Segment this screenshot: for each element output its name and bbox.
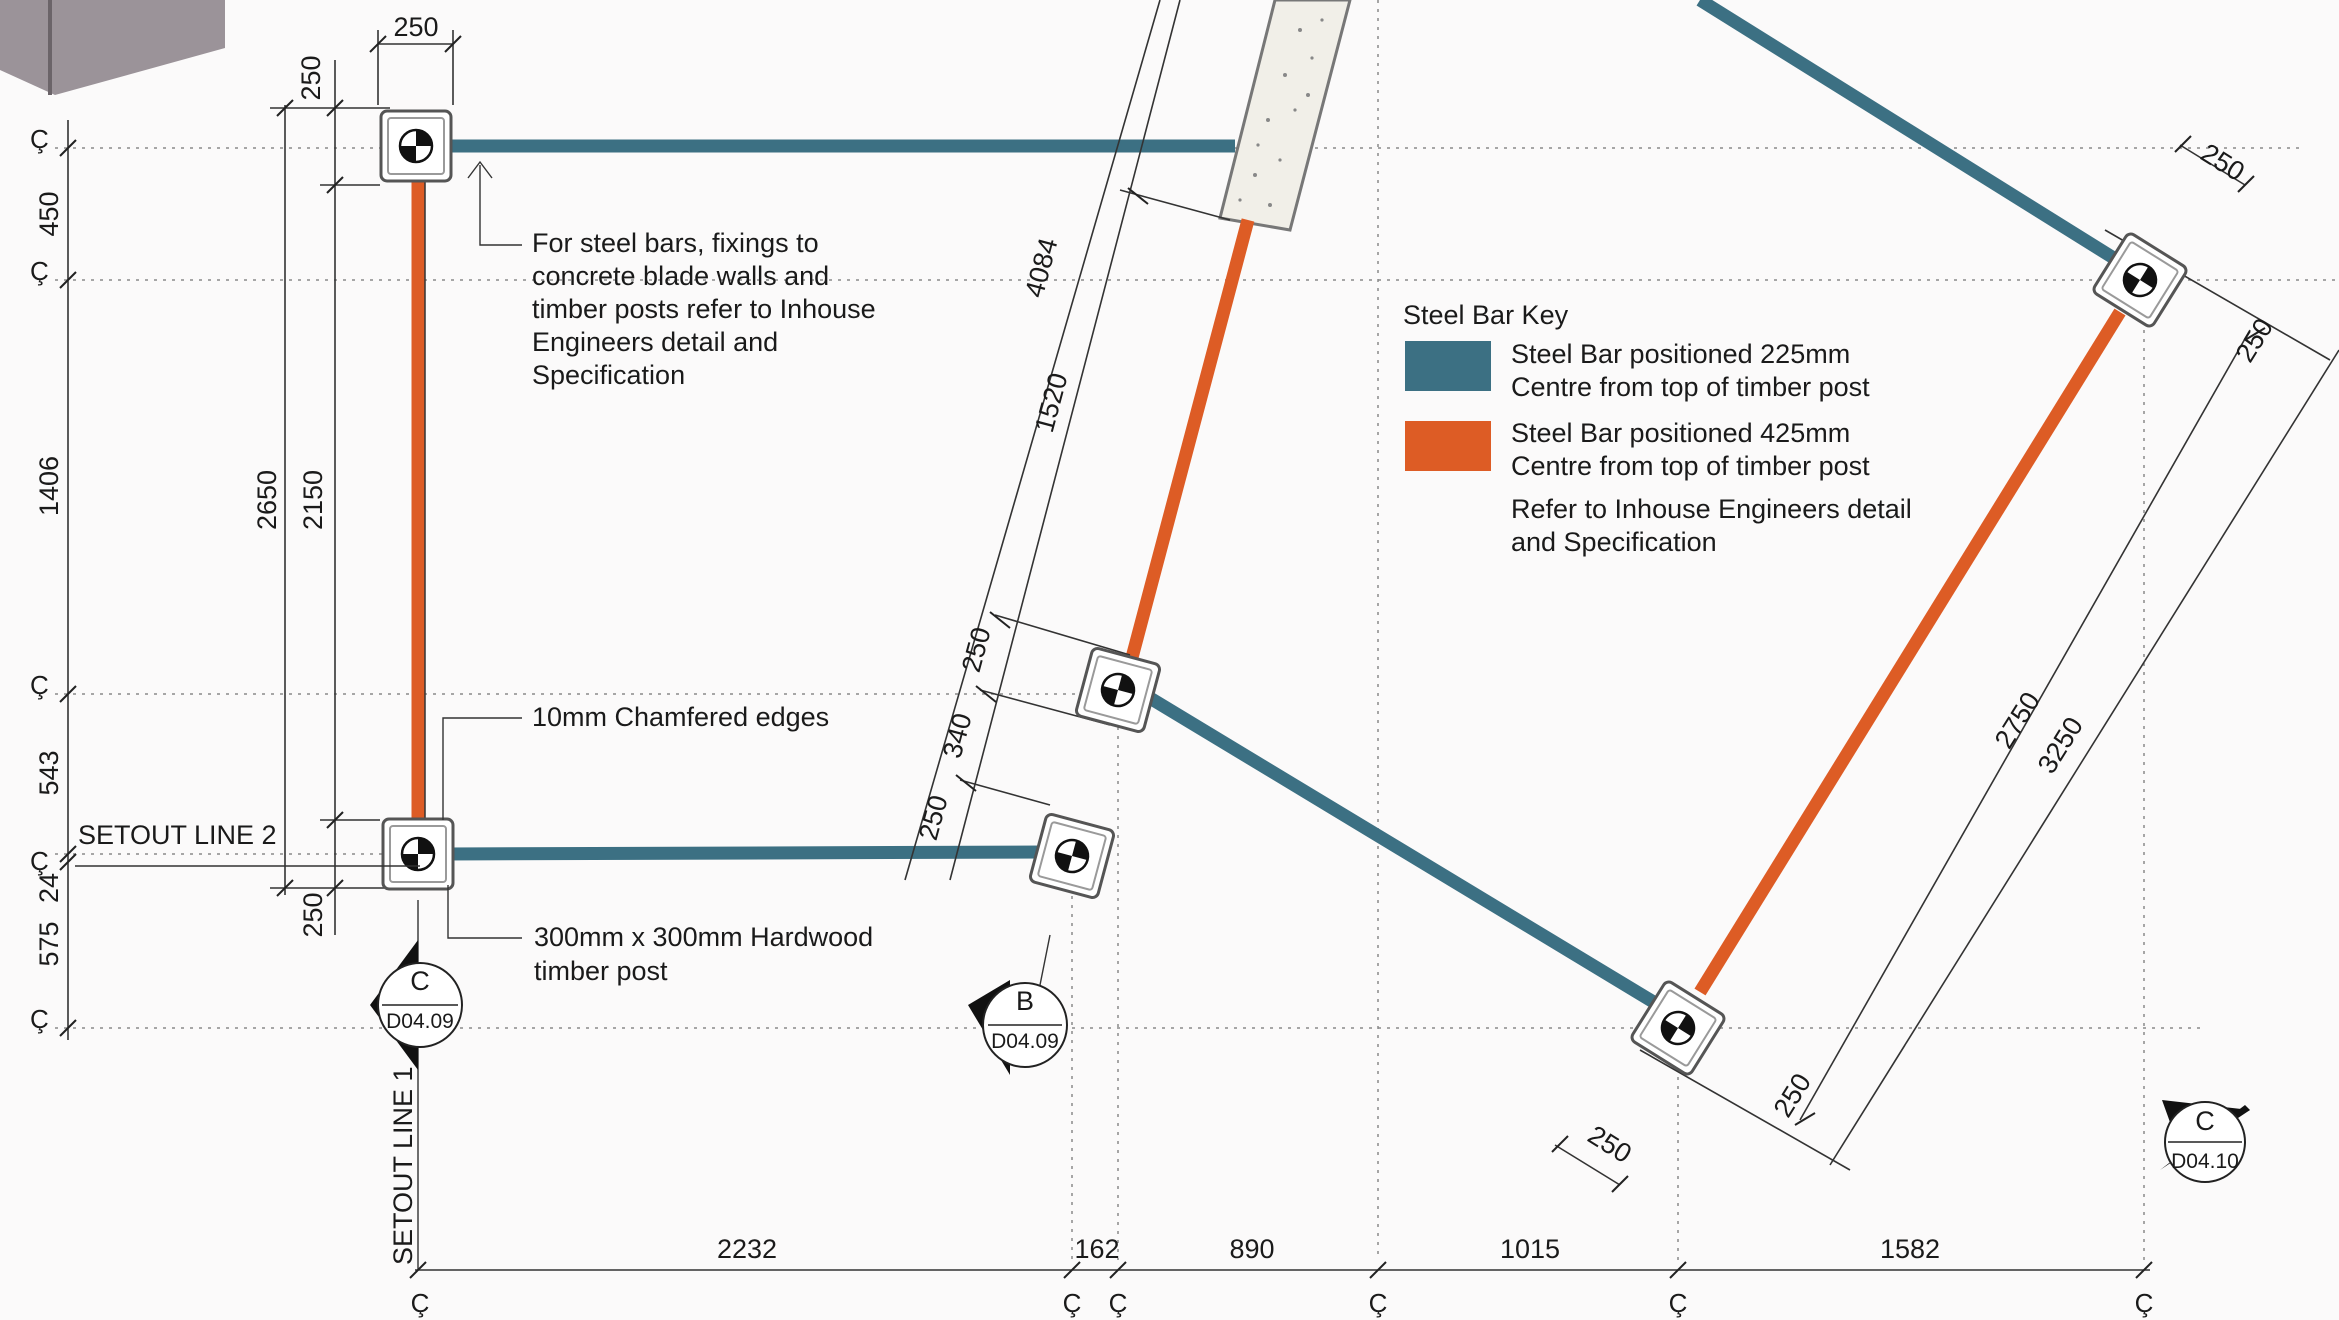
dim-left-450: 450	[34, 191, 64, 236]
post-width-dimension: 250	[369, 12, 462, 105]
dim-250-post-width: 250	[393, 12, 438, 42]
steel-bar-orange	[1123, 218, 1255, 667]
dim-250-diag-a: 250	[956, 624, 997, 675]
dim-left-575: 575	[34, 921, 64, 966]
centreline-symbol: Ç	[1063, 1288, 1082, 1318]
post-note: 300mm x 300mm Hardwood timber post	[534, 922, 881, 986]
timber-posts	[379, 109, 2188, 1076]
dim-2650: 2650	[252, 470, 282, 530]
section-ref: D04.10	[2171, 1150, 2239, 1173]
timber-post	[381, 817, 455, 891]
timber-post	[379, 109, 453, 183]
steel-bars-note: For steel bars, fixings to concrete blad…	[532, 228, 883, 390]
section-marker-b: B D04.09	[968, 934, 1068, 1075]
section-letter: C	[410, 966, 430, 996]
dim-2232: 2232	[717, 1234, 777, 1264]
adjacent-structure	[0, 0, 225, 95]
dim-340: 340	[937, 710, 978, 761]
bottom-dimension-chain: 2232 162 890 1015 1582 Ç Ç Ç Ç Ç Ç	[409, 1234, 2154, 1318]
key-title: Steel Bar Key	[1403, 300, 1569, 330]
post-vertical-dimensions: 250 2650 2150 250	[252, 55, 390, 938]
dim-250-bottom: 250	[298, 892, 328, 937]
dim-1582: 1582	[1880, 1234, 1940, 1264]
dim-250-right-bottom: 250	[1768, 1068, 1817, 1122]
section-marker-c-right: C D04.10	[2160, 1100, 2250, 1183]
dim-250-right-low: 250	[1583, 1120, 1637, 1169]
dim-3250: 3250	[2032, 712, 2089, 779]
steel-bar-blue	[1696, 0, 2124, 268]
dim-250-diag-b: 250	[913, 792, 954, 843]
dim-4084: 4084	[1019, 235, 1064, 301]
dim-left-543: 543	[34, 750, 64, 795]
horizontal-gridlines	[55, 147, 2339, 1029]
centreline-symbol: Ç	[1669, 1288, 1688, 1318]
centreline-symbol: Ç	[1109, 1288, 1128, 1318]
key-blue-label: Steel Bar positioned 225mm Centre from t…	[1511, 339, 1870, 402]
section-letter: B	[1016, 986, 1034, 1016]
steel-bars	[411, 0, 2126, 1018]
centreline-symbol: Ç	[30, 670, 49, 700]
section-ref: D04.09	[386, 1010, 454, 1033]
dim-left-1406: 1406	[34, 456, 64, 516]
setout-lines: SETOUT LINE 2 SETOUT LINE 1	[75, 820, 420, 1270]
key-orange-label: Steel Bar positioned 425mm Centre from t…	[1511, 418, 1870, 481]
dim-162: 162	[1074, 1234, 1119, 1264]
section-marker-c-left: C D04.09	[370, 940, 463, 1070]
centreline-symbol: Ç	[2135, 1288, 2154, 1318]
section-ref: D04.09	[991, 1030, 1059, 1053]
key-swatch-blue	[1405, 341, 1491, 391]
centreline-symbol: Ç	[30, 124, 49, 154]
concrete-blade-wall	[1218, 0, 1352, 232]
chamfer-note: 10mm Chamfered edges	[532, 702, 829, 732]
dim-250-right-top: 250	[2196, 138, 2250, 187]
setout-line-2-label: SETOUT LINE 2	[78, 820, 277, 850]
key-swatch-orange	[1405, 421, 1491, 471]
dim-2150: 2150	[298, 470, 328, 530]
dim-1015: 1015	[1500, 1234, 1560, 1264]
dim-2750: 2750	[1989, 687, 2046, 754]
dim-250-right-side: 250	[2230, 313, 2279, 367]
steel-bar-blue	[444, 845, 1046, 861]
left-dimension-chain: Ç Ç Ç Ç Ç 450 1406 543 24 575	[30, 120, 77, 1040]
centreline-symbol: Ç	[30, 846, 49, 876]
timber-post	[1028, 812, 1116, 900]
centreline-symbol: Ç	[411, 1288, 430, 1318]
dim-250-top: 250	[296, 55, 326, 100]
dim-1520: 1520	[1029, 370, 1074, 436]
annotation-notes: For steel bars, fixings to concrete blad…	[442, 160, 883, 986]
setout-line-1-label: SETOUT LINE 1	[388, 1066, 418, 1265]
dim-left-24: 24	[34, 873, 64, 903]
diagonal-dimensions-left: 4084 1520 250 340 250	[904, 0, 1231, 881]
centreline-symbol: Ç	[1369, 1288, 1388, 1318]
timber-post	[1630, 980, 1726, 1076]
dim-890: 890	[1229, 1234, 1274, 1264]
steel-bar-orange	[1694, 308, 2126, 996]
key-refer-note: Refer to Inhouse Engineers detail and Sp…	[1511, 494, 1919, 557]
centreline-symbol: Ç	[30, 1004, 49, 1034]
steel-bar-blue	[1146, 692, 1674, 1018]
vertical-gridlines	[1071, 0, 2145, 1260]
steel-bar-key: Steel Bar Key Steel Bar positioned 225mm…	[1403, 300, 1919, 557]
timber-post	[2092, 232, 2188, 328]
section-letter: C	[2195, 1106, 2215, 1136]
timber-post	[1074, 646, 1162, 734]
centreline-symbol: Ç	[30, 256, 49, 286]
